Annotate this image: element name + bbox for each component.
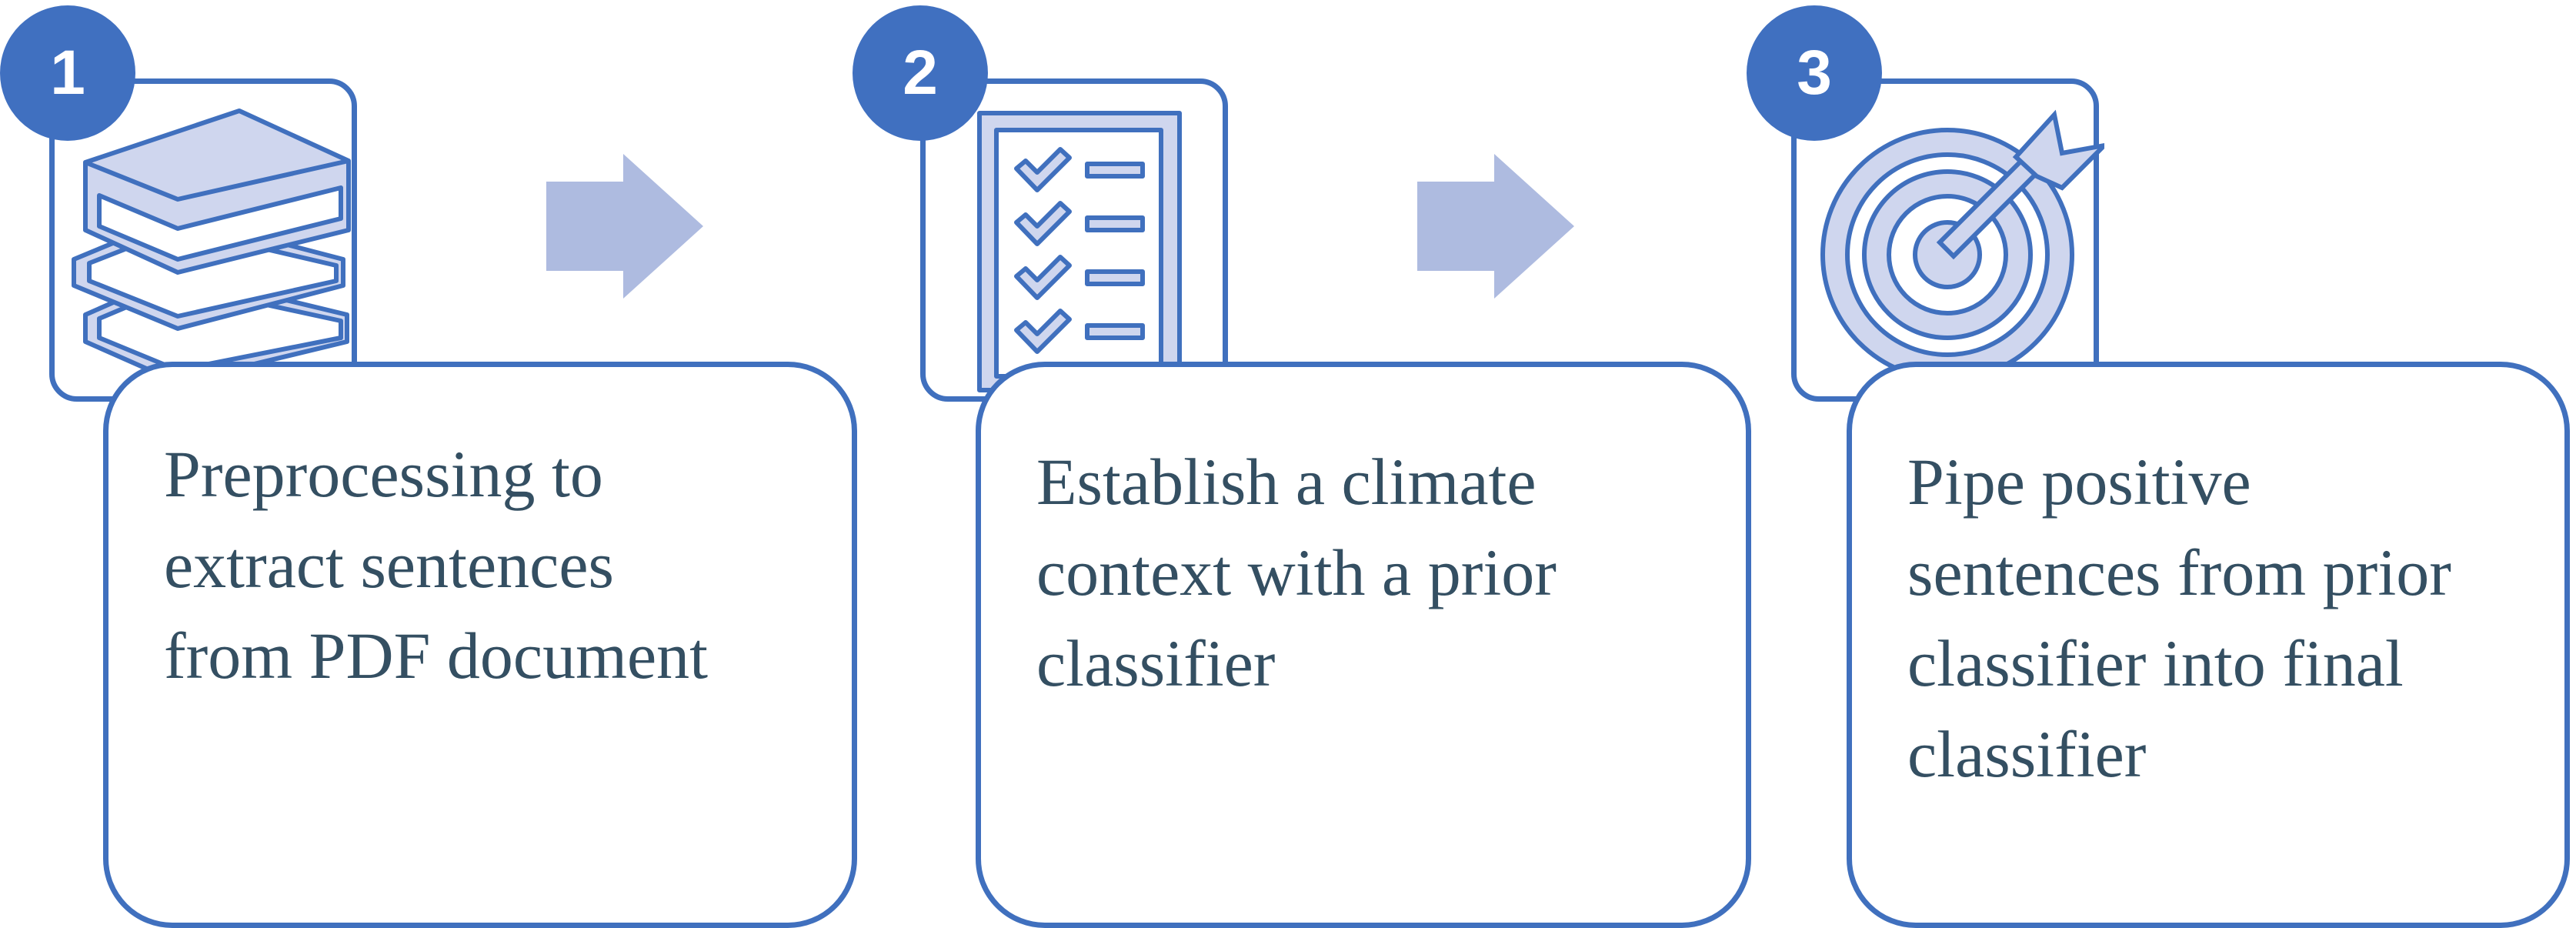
step-1-text: Preprocessing to extract sentences from … bbox=[164, 437, 709, 693]
step-2-text-box: Establish a climate context with a prior… bbox=[976, 362, 1751, 928]
books-icon bbox=[72, 108, 351, 385]
checklist-icon bbox=[977, 111, 1182, 392]
step-2-badge: 2 bbox=[853, 5, 988, 141]
step-3-badge: 3 bbox=[1747, 5, 1882, 141]
step-2-text: Establish a climate context with a prior… bbox=[1036, 445, 1557, 700]
target-icon bbox=[1820, 109, 2104, 382]
arrow-right-icon bbox=[546, 154, 703, 299]
step-1-badge: 1 bbox=[0, 5, 135, 141]
step-3-text-box: Pipe positive sentences from prior class… bbox=[1847, 362, 2570, 928]
step-2-icon-box bbox=[920, 78, 1228, 402]
arrow-right-icon bbox=[1417, 154, 1574, 299]
step-1-icon-box bbox=[49, 78, 357, 402]
step-3-text: Pipe positive sentences from prior class… bbox=[1907, 445, 2451, 791]
step-1-text-box: Preprocessing to extract sentences from … bbox=[103, 362, 857, 928]
